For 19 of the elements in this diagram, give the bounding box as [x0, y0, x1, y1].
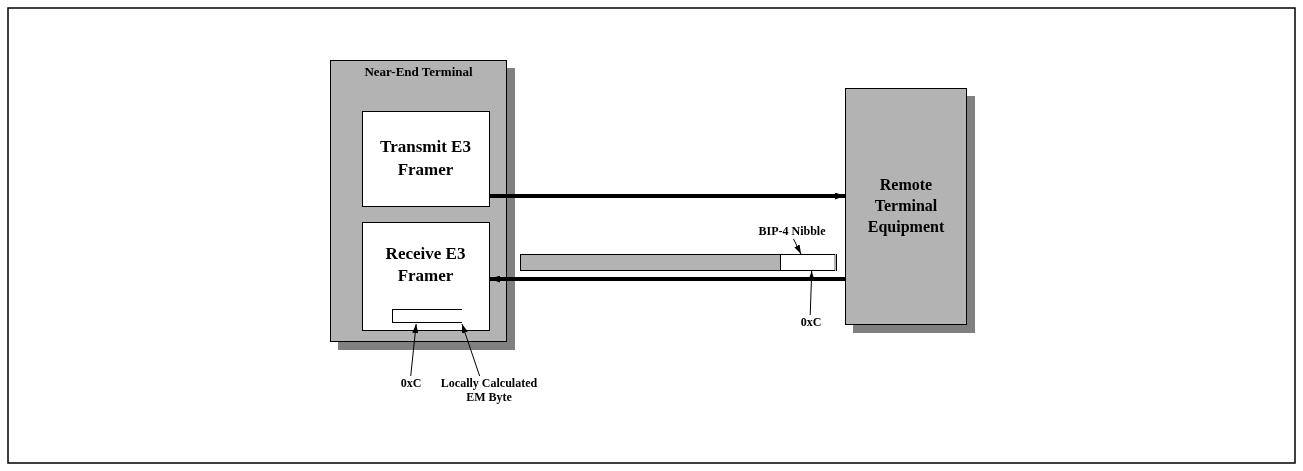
- box-label: Transmit E3 Framer: [379, 136, 472, 181]
- box-label: Remote Terminal Equipment: [866, 175, 946, 238]
- callout-label: Locally Calculated EM Byte: [432, 376, 546, 406]
- leader-line: [793, 238, 802, 255]
- callout-label: 0xC: [396, 376, 426, 391]
- arrow: [490, 275, 845, 283]
- leader-line: [410, 323, 419, 377]
- box-label: Receive E3 Framer: [384, 242, 467, 287]
- framer-box: [361, 110, 490, 207]
- frame-bar: [520, 254, 837, 271]
- arrow: [490, 192, 845, 200]
- byte-field: [392, 309, 462, 323]
- leader-line: [808, 270, 815, 316]
- callout-label: BIP-4 Nibble: [750, 224, 834, 239]
- framer-box: [361, 221, 490, 331]
- callout-label: 0xC: [796, 315, 826, 330]
- box-label: Near-End Terminal: [364, 64, 473, 81]
- nibble-field: [779, 253, 834, 271]
- leader-line: [461, 323, 481, 377]
